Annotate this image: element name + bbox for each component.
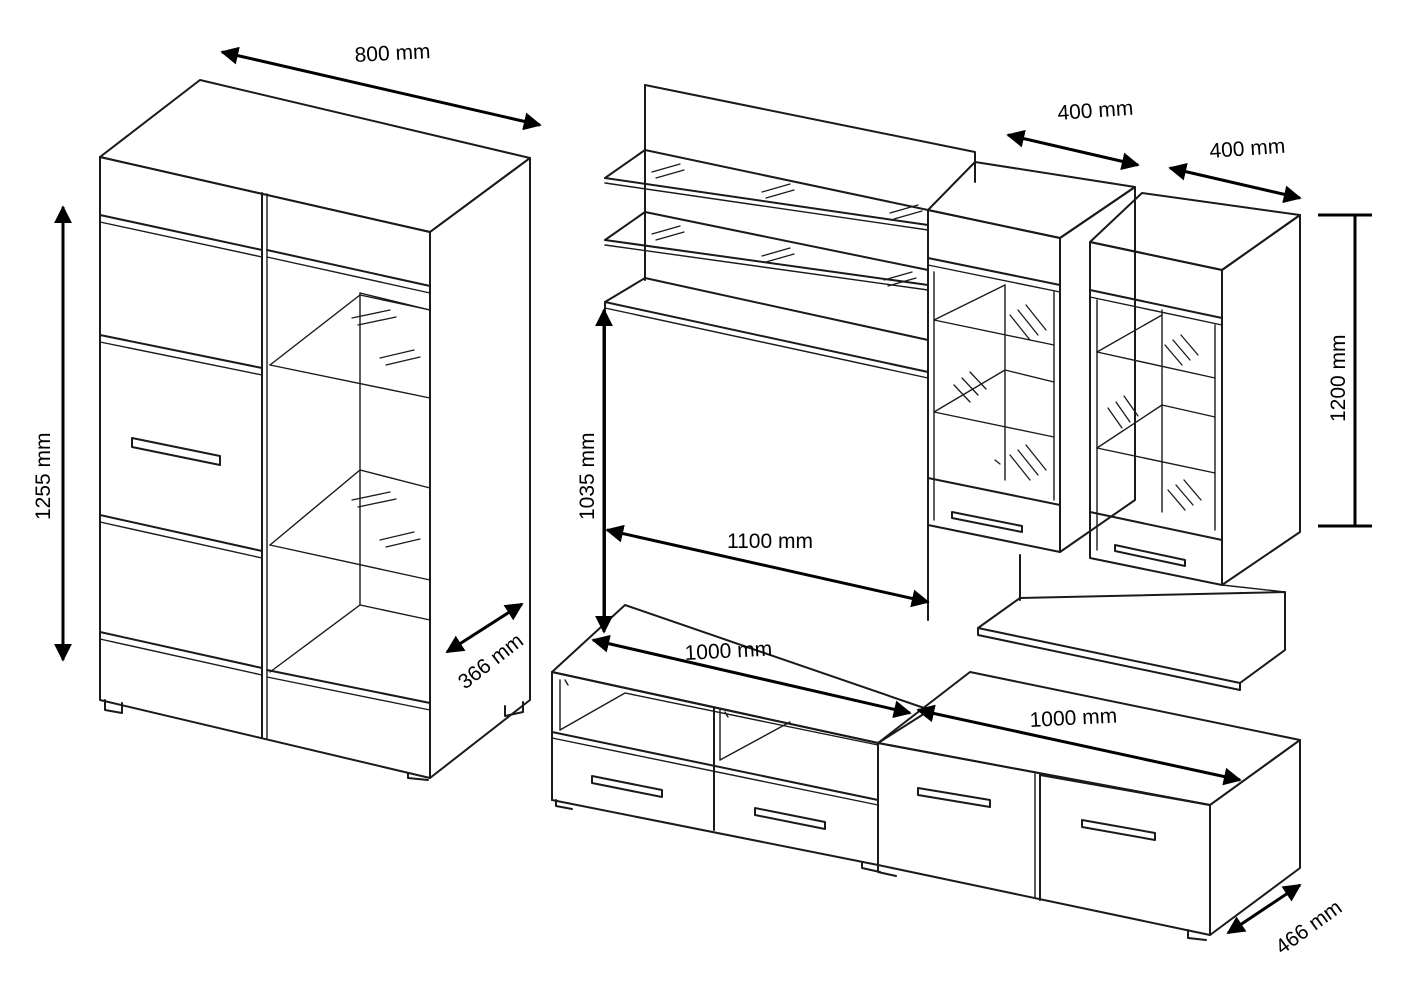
dimension-labels: 800 mm 1255 mm 366 mm 1035 mm 1100 mm 40…	[32, 40, 1350, 959]
label-cabinet-width: 800 mm	[354, 40, 431, 67]
label-tv-unit-1-width: 1000 mm	[684, 637, 773, 665]
dimension-lines	[54, 46, 1372, 935]
label-tv-unit-depth: 466 mm	[1271, 896, 1346, 959]
label-hanging-2-width: 400 mm	[1209, 135, 1286, 163]
dim-cabinet-width	[220, 46, 542, 131]
label-hanging-height: 1200 mm	[1327, 334, 1350, 422]
hanging-cabinet-1	[927, 161, 1136, 553]
label-cabinet-height: 1255 mm	[32, 432, 55, 520]
label-wall-height: 1035 mm	[576, 432, 599, 520]
dim-cabinet-depth	[445, 602, 524, 654]
display-cabinet	[99, 79, 531, 781]
dim-tv-unit-2-width	[916, 704, 1242, 786]
hanging-cabinet-2	[1089, 192, 1301, 586]
dim-hanging-1-width	[1006, 129, 1140, 171]
floating-shelf	[977, 554, 1286, 691]
label-hanging-1-width: 400 mm	[1057, 97, 1134, 125]
dim-hanging-2-width	[1168, 162, 1302, 204]
glass-hatch-cabinet	[351, 309, 421, 548]
label-tv-unit-2-width: 1000 mm	[1029, 704, 1118, 732]
dim-wall-width	[605, 524, 930, 608]
dim-tv-unit-depth	[1226, 883, 1302, 935]
label-wall-width: 1100 mm	[727, 530, 813, 553]
dim-tv-unit-1-width	[591, 634, 912, 719]
